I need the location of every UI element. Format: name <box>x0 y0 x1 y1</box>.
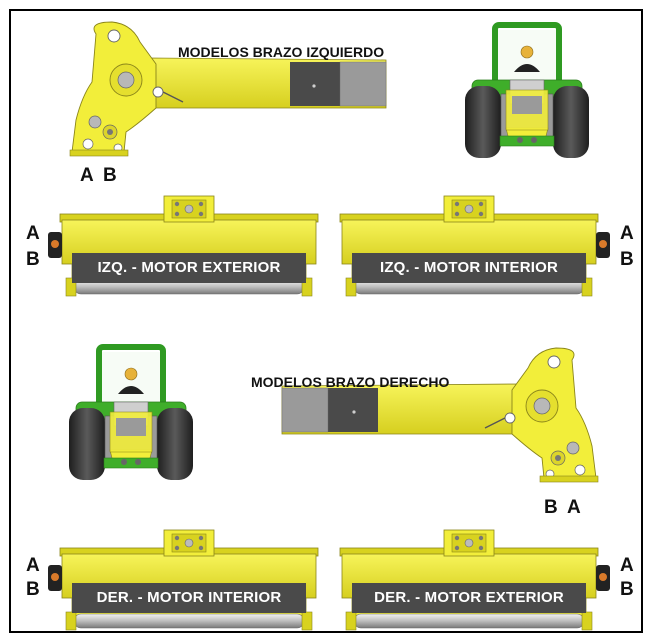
pivot-label-a-right: A <box>567 497 581 518</box>
mower-label-izq-motor-interior: IZQ. - MOTOR INTERIOR <box>379 259 559 276</box>
mower1-side-label-b: B <box>26 249 40 270</box>
right-arm-pivot-illustration <box>281 347 599 483</box>
mower2-side-label-a: A <box>620 223 634 244</box>
tractor-rear-view-bottom <box>69 347 193 480</box>
mower4-side-label-b: B <box>620 579 634 600</box>
label-plate-3 <box>72 583 306 613</box>
mower3-side-label-a: A <box>26 555 40 576</box>
mower4-side-label-a: A <box>620 555 634 576</box>
mower1-side-label-a: A <box>26 223 40 244</box>
heading-left-arm-models: MODELOS BRAZO IZQUIERDO <box>178 44 385 60</box>
mower-izq-motor-interior <box>339 195 610 297</box>
heading-right-arm-models: MODELOS BRAZO DERECHO <box>251 374 450 390</box>
mower-der-motor-exterior <box>339 529 610 631</box>
mower-label-izq-motor-exterior: IZQ. - MOTOR EXTERIOR <box>97 259 281 276</box>
pivot-label-b-left: B <box>103 165 117 186</box>
label-plate-2 <box>352 253 586 283</box>
mower-izq-motor-exterior <box>48 195 319 297</box>
mower2-side-label-b: B <box>620 249 634 270</box>
mower-der-motor-interior <box>48 529 319 631</box>
mower-label-der-motor-exterior: DER. - MOTOR EXTERIOR <box>374 589 564 606</box>
label-plate-4 <box>352 583 586 613</box>
mower-label-der-motor-interior: DER. - MOTOR INTERIOR <box>96 589 282 606</box>
mower3-side-label-b: B <box>26 579 40 600</box>
tractor-rear-view-top <box>465 25 589 158</box>
pivot-label-a-left: A <box>80 165 94 186</box>
diagram-frame <box>9 9 643 633</box>
pivot-label-b-right: B <box>544 497 558 518</box>
label-plate-1 <box>72 253 306 283</box>
left-arm-pivot-illustration <box>69 21 387 157</box>
